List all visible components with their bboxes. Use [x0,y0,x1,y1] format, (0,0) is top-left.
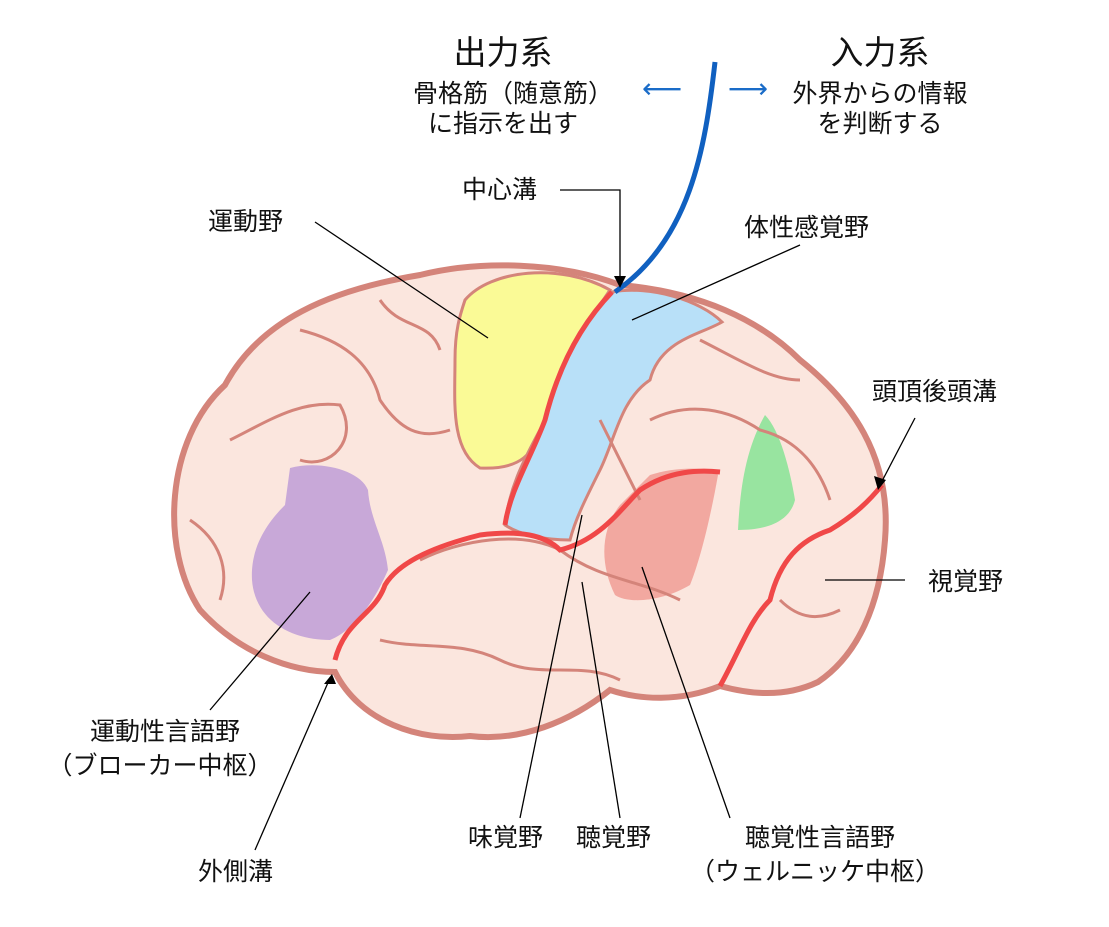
label-visual-area: 視覚野 [928,567,1004,596]
wernicke-area-region [604,468,718,601]
label-lateral-sulcus: 外側溝 [198,857,274,886]
gyri-lines [189,299,841,682]
label-somatosensory-area: 体性感覚野 [744,213,870,242]
arrowheads [324,276,886,684]
input-system-line2: を判断する [817,109,943,138]
label-central-sulcus: 中心溝 [462,175,538,204]
label-motor-area: 運動野 [208,207,284,236]
label-auditory-area: 聴覚野 [576,823,652,852]
visual-association-region [738,415,795,530]
lateral-sulcus-line [332,468,721,661]
label-broca-line1: 運動性言語野 [89,717,240,746]
central-divider-line [613,61,718,295]
sulci-red [332,290,884,688]
broca-area-region [251,465,388,640]
central-sulcus-line [502,290,614,526]
input-system-line1: 外界からの情報 [792,79,968,108]
label-broca-line2: （ブローカー中枢） [47,751,273,780]
output-system-title: 出力系 [453,33,553,72]
output-system-line1: 骨格筋（随意筋） [412,79,613,108]
leader-lines [209,189,916,851]
label-wernicke-line1: 聴覚性言語野 [744,823,895,852]
left-arrow-icon: ⟵ [642,72,683,105]
output-system-line2: に指示を出す [427,109,578,138]
right-arrow-icon: ⟶ [728,72,769,105]
label-wernicke-line2: （ウェルニッケ中枢） [689,857,940,886]
input-system-title: 入力系 [830,33,930,72]
label-parieto-occipital-sulcus: 頭頂後頭溝 [872,377,998,406]
label-gustatory-area: 味覚野 [468,823,544,852]
